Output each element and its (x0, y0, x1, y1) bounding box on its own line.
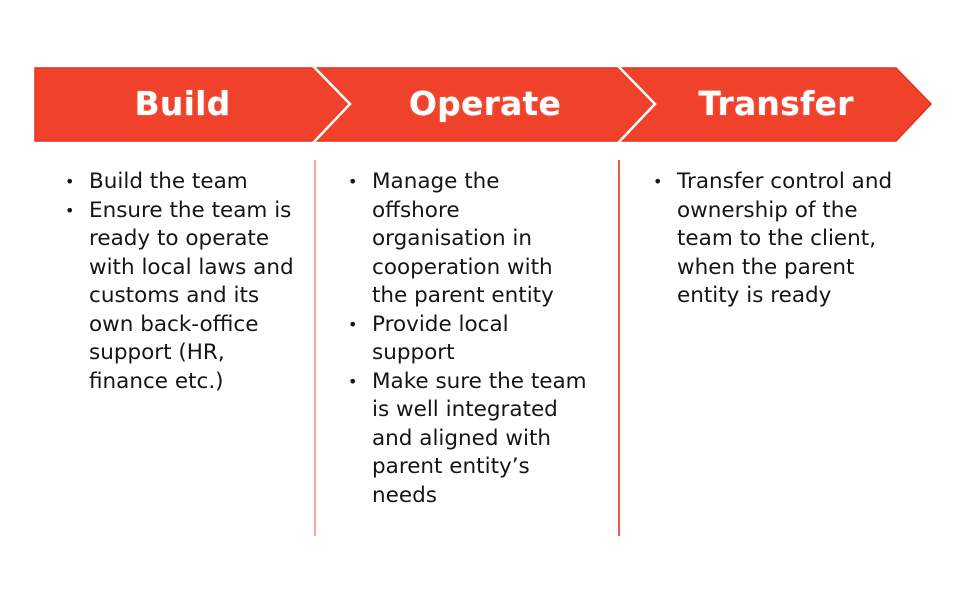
column-divider-1 (314, 160, 316, 536)
bullet-text: Ensure the team is ready to operate with… (89, 197, 294, 394)
list-item: • Ensure the team is ready to operate wi… (65, 197, 294, 397)
bullet-icon: • (348, 371, 358, 391)
arrow-shape (34, 67, 933, 142)
transfer-bullet-list: • Transfer control and ownership of the … (653, 168, 902, 311)
bullet-icon: • (653, 172, 663, 191)
bullet-icon: • (348, 314, 358, 334)
process-arrow-bar (34, 65, 933, 144)
stage-title-build: Build (134, 84, 231, 123)
operate-bullet-list: • Manage the offshore organisation in co… (348, 168, 587, 511)
list-item: • Provide local support (348, 311, 587, 368)
chevron-separator-1 (312, 65, 352, 144)
bullet-text: Provide local support (372, 311, 509, 366)
list-item: • Manage the offshore organisation in co… (348, 168, 587, 311)
chevron-separator-2 (617, 65, 657, 144)
list-item: • Make sure the team is well integrated … (348, 368, 587, 511)
bullet-text: Transfer control and ownership of the te… (677, 169, 893, 308)
list-item: • Transfer control and ownership of the … (653, 168, 902, 311)
bullet-text: Build the team (89, 169, 248, 194)
bullet-text: Manage the offshore organisation in coop… (372, 169, 554, 308)
column-divider-2 (618, 160, 620, 536)
stage-title-transfer: Transfer (698, 84, 854, 123)
bullet-icon: • (65, 200, 75, 220)
stage-title-operate: Operate (408, 84, 562, 123)
build-bullet-list: • Build the team • Ensure the team is re… (65, 168, 294, 397)
bullet-text: Make sure the team is well integrated an… (372, 368, 587, 508)
bullet-icon: • (348, 172, 358, 191)
bullet-icon: • (65, 172, 75, 191)
list-item: • Build the team (65, 168, 294, 197)
